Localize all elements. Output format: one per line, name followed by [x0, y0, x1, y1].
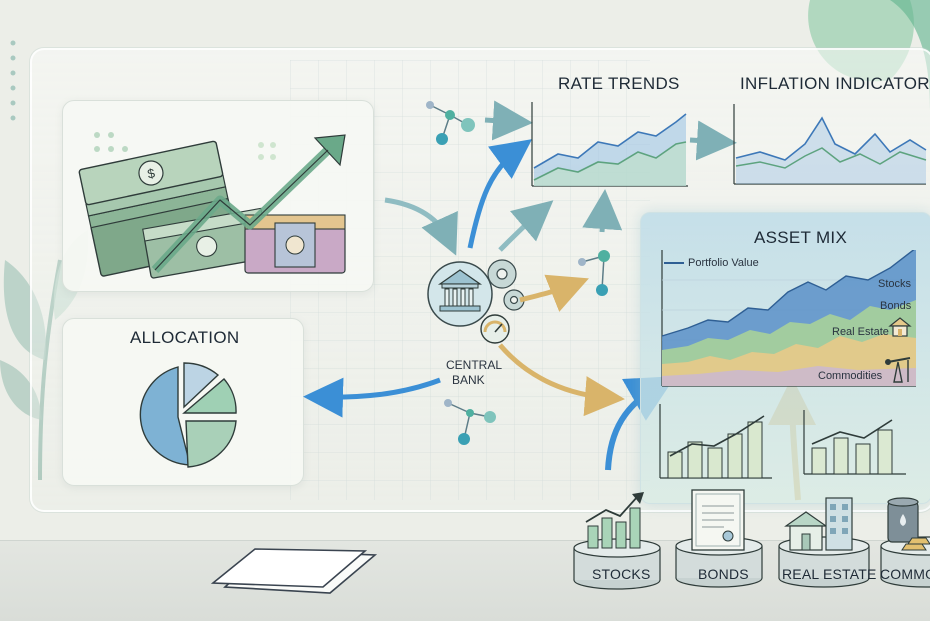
inflation-indicators-chart [733, 104, 927, 185]
central-bank-label-line2: BANK [452, 373, 485, 387]
platform-stocks-icon [573, 492, 661, 590]
platform-real-estate-icon [778, 497, 870, 588]
arrow-bank-to-allocation [303, 377, 441, 418]
house-icon [888, 317, 912, 337]
arrow-up-to-rate [582, 189, 623, 233]
arrow-money-to-bank [384, 197, 458, 256]
rate-trends-title: RATE TRENDS [558, 74, 680, 93]
allocation-title: ALLOCATION [130, 328, 240, 347]
oil-barrel-icon [887, 497, 919, 543]
arrow-bank-to-upper [498, 200, 554, 252]
certificate-icon [691, 489, 745, 551]
series-label-commodities: Commodities [818, 370, 883, 382]
network-nodes-icon [426, 101, 475, 145]
svg-text:$: $ [146, 165, 157, 181]
bar-chart-left [659, 404, 772, 479]
gold-bars-icon [901, 537, 930, 551]
arrow-bank-to-assetmix [519, 274, 589, 312]
pie-chart-icon [139, 362, 237, 468]
arrow-rate-to-inflation [689, 120, 737, 161]
desk-surface [0, 540, 930, 621]
network-nodes-icon [578, 250, 610, 296]
gear-icon [487, 259, 525, 311]
series-label-real-estate: Real Estate [832, 326, 889, 338]
rate-trends-chart [531, 102, 688, 187]
platform-commodities-icon [880, 497, 930, 588]
asset-mix-legend: Portfolio Value [688, 257, 759, 269]
arrow-into-rate-trends [484, 100, 533, 141]
asset-mix-title: ASSET MIX [754, 228, 848, 247]
platform-label-commodities: COMMO [880, 566, 930, 582]
bar-chart-right [803, 410, 906, 475]
arrow-bank-to-rate [467, 139, 533, 249]
series-label-stocks: Stocks [878, 278, 912, 290]
series-label-bonds: Bonds [880, 300, 912, 312]
asset-mix-chart [661, 250, 916, 387]
platform-bonds-icon [675, 489, 763, 588]
network-nodes-icon [444, 399, 496, 445]
platform-label-stocks: STOCKS [592, 566, 651, 582]
central-bank-label-line1: CENTRAL [446, 358, 503, 372]
bank-building-icon [427, 259, 525, 327]
paper-sheets-icon [210, 548, 378, 594]
arrow-bank-to-bottom [498, 343, 625, 417]
oil-pump-icon [885, 357, 911, 383]
platform-label-real-estate: REAL ESTATE [782, 566, 877, 582]
dots-decoration-icon [10, 40, 16, 121]
trend-arrow-icon [151, 134, 346, 274]
platform-label-bonds: BONDS [698, 566, 749, 582]
inflation-indicators-title: INFLATION INDICATORS [740, 74, 930, 93]
gauge-icon [480, 314, 510, 344]
